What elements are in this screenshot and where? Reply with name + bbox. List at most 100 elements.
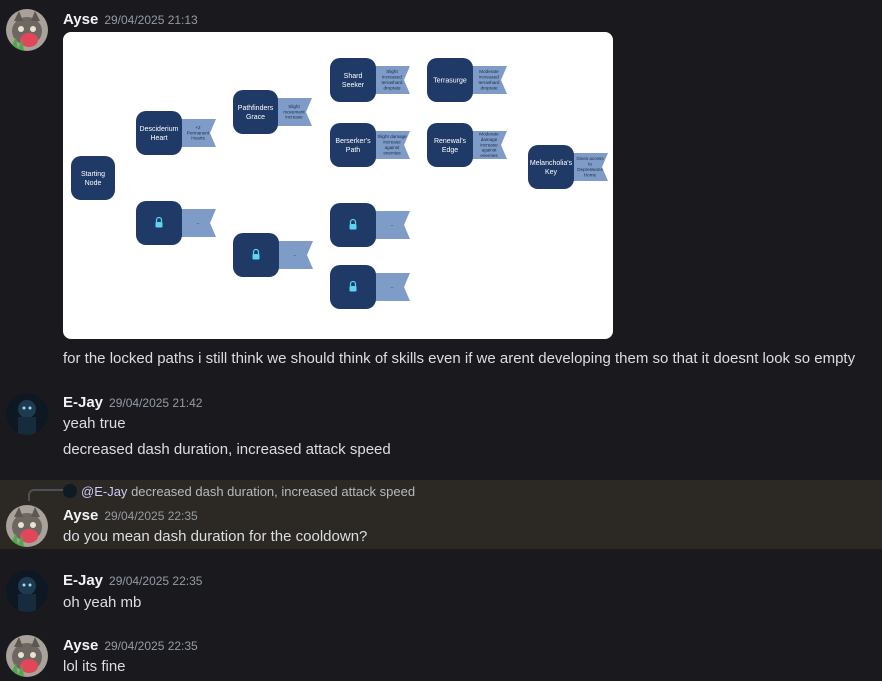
author-name[interactable]: Ayse xyxy=(63,637,99,654)
author-name[interactable]: E-Jay xyxy=(63,572,104,589)
skill-label: Key xyxy=(545,169,558,176)
skill-node-box xyxy=(330,58,376,102)
skill-desc: increase xyxy=(285,115,303,120)
avatar-ejay[interactable] xyxy=(6,570,48,612)
skill-label: Edge xyxy=(442,147,458,154)
skill-desc: against xyxy=(482,148,498,153)
reply-avatar xyxy=(63,484,77,498)
message-text: oh yeah mb xyxy=(63,594,142,611)
skill-desc: Gives access xyxy=(576,156,604,161)
skill-label: Grace xyxy=(246,114,265,121)
skill-desc: Slight xyxy=(288,104,300,109)
avatar-ayse[interactable] xyxy=(6,635,48,677)
lock-icon xyxy=(155,216,163,228)
skill-ribbon xyxy=(469,66,507,94)
avatar-ayse[interactable] xyxy=(6,505,48,547)
avatar-ejay[interactable] xyxy=(6,393,48,435)
lock-icon xyxy=(349,280,357,292)
skill-desc: to xyxy=(588,162,592,167)
author-name[interactable]: Ayse xyxy=(63,11,99,28)
skill-desc: against xyxy=(385,145,401,150)
skill-desc: Moderate xyxy=(479,132,499,137)
skill-node-berserker: Slight damageincreaseagainstenemiesBerse… xyxy=(330,123,410,167)
skill-label: Desciderium xyxy=(140,126,179,133)
reply-connector xyxy=(28,489,64,501)
skill-desc: increased xyxy=(479,75,499,80)
skill-label: Path xyxy=(346,147,361,154)
skill-desc: Slight xyxy=(386,69,398,74)
skill-node-lock2: -- xyxy=(233,233,313,277)
skill-desc: +2 xyxy=(195,125,201,130)
skill-desc: droprate xyxy=(480,85,498,90)
skill-ribbon xyxy=(570,153,608,181)
skill-desc: increase xyxy=(383,140,401,145)
message-timestamp: 29/04/2025 21:13 xyxy=(104,13,198,27)
message-text: do you mean dash duration for the cooldo… xyxy=(63,528,368,545)
message-text: decreased dash duration, increased attac… xyxy=(63,441,391,458)
skill-label: Terrasurge xyxy=(433,78,467,85)
message-text: lol its fine xyxy=(63,658,126,675)
skill-label: Melancholia's xyxy=(530,160,573,167)
skill-desc: -- xyxy=(196,220,200,225)
skill-node-renewal: ModeratedamageincreaseagainstenemiesRene… xyxy=(427,123,507,167)
reply-text: decreased dash duration, increased attac… xyxy=(131,484,416,499)
skill-desc: Permanent xyxy=(187,130,210,135)
skill-desc: -- xyxy=(390,284,394,289)
skill-desc: Moderate xyxy=(479,69,499,74)
skill-desc: increased xyxy=(382,75,402,80)
author-name[interactable]: Ayse xyxy=(63,507,99,524)
message-highlight xyxy=(0,480,882,549)
skill-label: Shard xyxy=(344,73,363,80)
skill-ribbon xyxy=(372,131,410,159)
skill-desc: movement xyxy=(283,109,305,114)
skill-desc: -- xyxy=(293,252,297,257)
message-timestamp: 29/04/2025 22:35 xyxy=(104,639,198,653)
skill-node-melancholia: Gives accesstoDepressionsHomeMelancholia… xyxy=(528,145,608,189)
skill-node-box xyxy=(136,111,182,155)
skill-desc: damage xyxy=(481,137,498,142)
skill-ribbon xyxy=(275,241,313,269)
skill-node-box xyxy=(427,58,473,102)
skill-node-box xyxy=(233,90,278,134)
reply-mention[interactable]: @E-Jay xyxy=(81,484,128,499)
skill-label: Pathfinders xyxy=(238,105,274,112)
skill-desc: Slight damage xyxy=(377,134,407,139)
skill-desc: increase xyxy=(480,142,498,147)
skill-label: Heart xyxy=(150,135,167,142)
skill-label: Renewal's xyxy=(434,138,467,145)
skill-desc: droprate xyxy=(383,85,401,90)
message-timestamp: 29/04/2025 22:35 xyxy=(109,574,203,588)
skill-label: Node xyxy=(85,180,102,187)
skill-node-lock4: -- xyxy=(330,265,410,309)
reply-preview[interactable]: @E-Jay decreased dash duration, increase… xyxy=(63,484,415,499)
skill-label: Seeker xyxy=(342,82,365,89)
skill-ribbon xyxy=(469,131,507,159)
skill-ribbon xyxy=(372,66,410,94)
skill-tree-diagram: StartingNode+2PermanentHeartsDesciderium… xyxy=(71,58,608,309)
skill-desc: enemies xyxy=(383,150,401,155)
skill-label: Starting xyxy=(81,171,105,178)
skill-desc: -- xyxy=(390,222,394,227)
message-timestamp: 29/04/2025 21:42 xyxy=(109,396,203,410)
lock-icon xyxy=(349,218,357,230)
skill-ribbon xyxy=(178,209,216,237)
skill-ribbon xyxy=(178,119,216,147)
skill-desc: terrashard xyxy=(479,80,500,85)
avatar-ayse[interactable] xyxy=(6,9,48,51)
author-name[interactable]: E-Jay xyxy=(63,394,104,411)
skill-desc: terrashard xyxy=(382,80,403,85)
skill-desc: Home xyxy=(584,172,597,177)
skill-node-box xyxy=(330,123,376,167)
message-text: yeah true xyxy=(63,415,126,432)
skill-node-lock1: -- xyxy=(136,201,216,245)
skill-node-box xyxy=(427,123,473,167)
lock-icon xyxy=(252,248,260,260)
skill-ribbon xyxy=(372,211,410,239)
skill-node-box xyxy=(528,145,574,189)
